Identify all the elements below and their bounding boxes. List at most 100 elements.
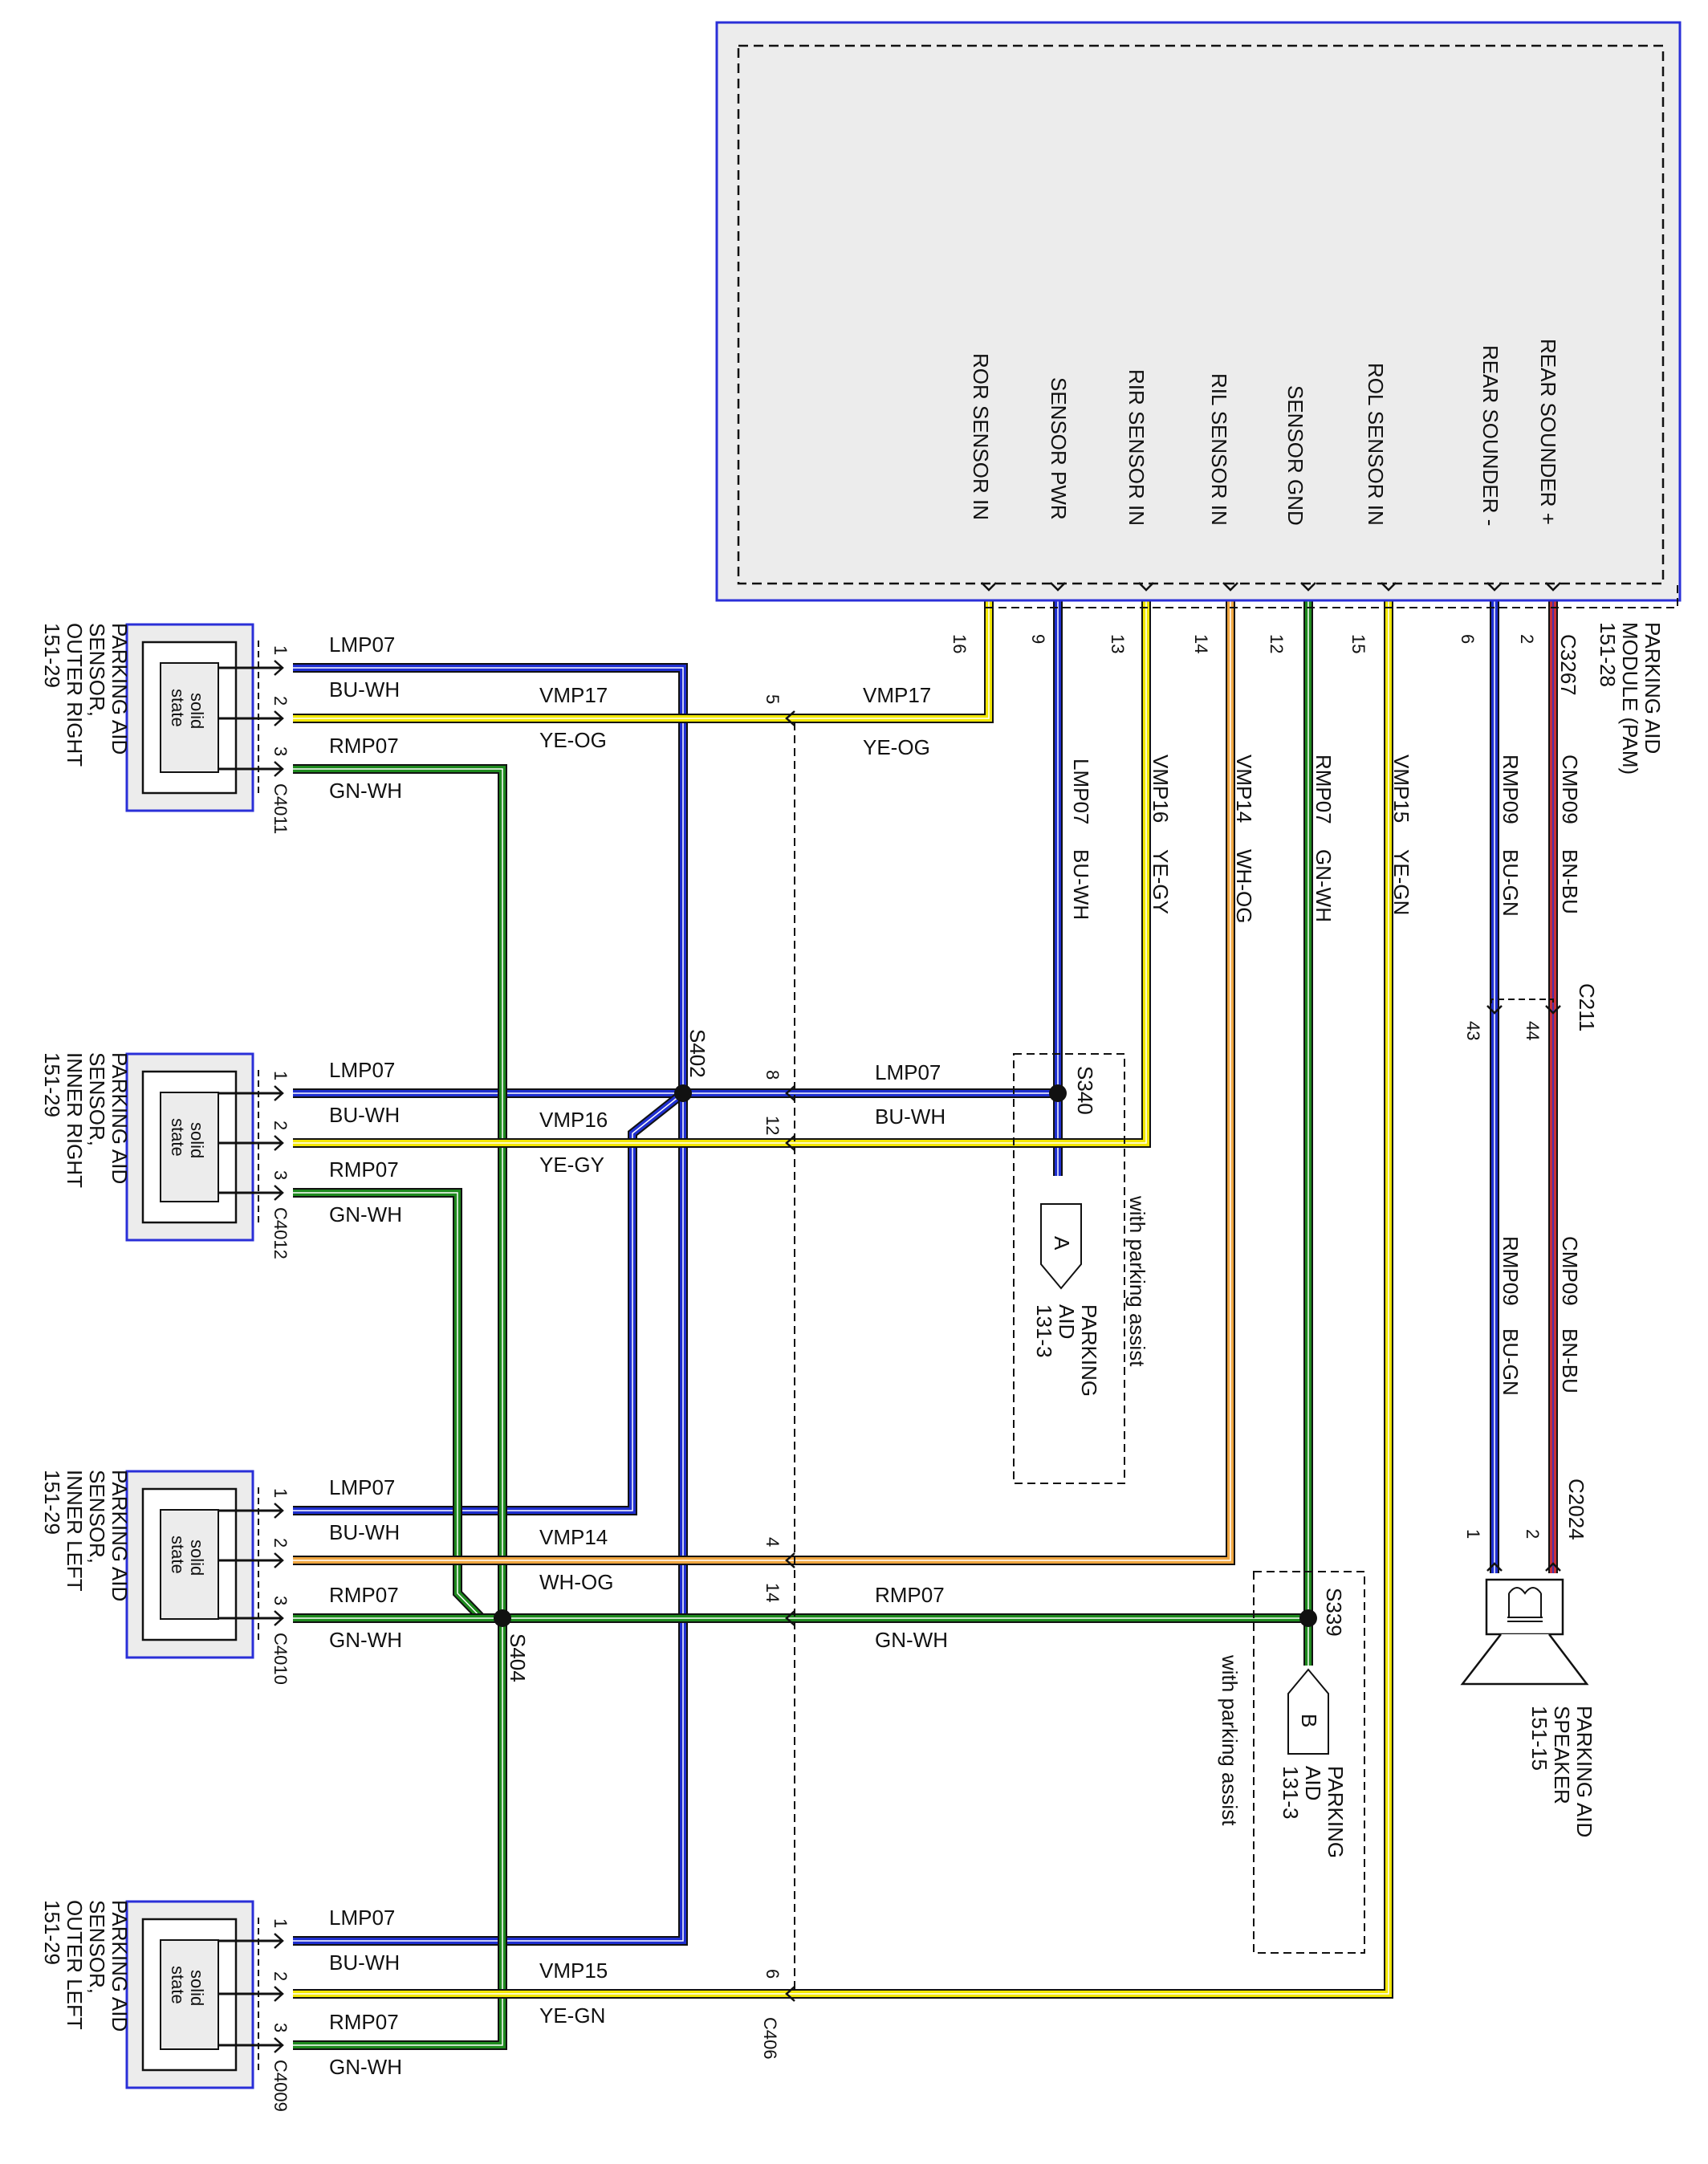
pin-arrow-icon [1486,582,1503,592]
wire-circuit-label: RMP07 [329,2010,399,2034]
wire-rmp07-ir-outline [293,1188,486,1622]
wire-circuit-label: VMP15 [539,1959,608,1983]
sensor-pin-number: 1 [270,1071,291,1080]
sensor-connector-name: C4011 [270,783,291,834]
module-pin-number: 16 [950,634,970,653]
ref-a-label: 131-3 [1032,1304,1056,1358]
wire-circuit-label: LMP07 [329,1906,395,1930]
wire-label: RMP07 [1312,755,1336,824]
module-pin-number: 6 [1458,634,1478,644]
wire-label: YE-GY [1149,849,1173,914]
wire-circuit-label: VMP17 [539,683,608,707]
vertical-wire-labels: LMP07 BU-WH VMP16 YE-GY VMP14 WH-OG RMP0… [1069,755,1582,1396]
pin-arrow-icon [1486,1005,1503,1015]
module-pin-number: 9 [1028,634,1048,644]
sensor-pin-number: 1 [270,645,291,655]
splice-label: S404 [506,1633,530,1682]
sensor-pin-number: 3 [270,1170,291,1180]
pin-arrow-icon [1381,582,1397,592]
c2024-name: C2024 [1564,1479,1588,1540]
wire-vmp15-stripe [293,596,1389,1995]
wire-label: VMP17 [863,683,931,707]
pin-arrow-icon [274,1503,284,1519]
splice-s339 [1299,1609,1317,1627]
sensor-element [160,1509,219,1620]
sensor-name: OUTER LEFT [63,1900,87,2030]
sensor-name: OUTER RIGHT [63,623,87,767]
pin-arrow-icon [274,660,284,676]
module-inner-dashed [737,44,1665,585]
c406-name: C406 [760,2017,780,2060]
wire-rmp07-or-stripe [293,768,503,2046]
pin-arrow-icon [785,1610,795,1626]
sensor-name: PARKING AID [108,1052,132,1184]
wire-circuit-label: RMP07 [329,1157,399,1182]
wire-vmp16 [293,596,1149,1146]
sensor-name: PARKING AID [108,623,132,755]
splices: S402 S404 S340 S339 [494,1029,1346,1682]
sensor-pin-number: 2 [270,1121,291,1130]
wire-color-label: YE-OG [539,728,607,752]
pin-arrow-icon [1300,582,1316,592]
sensor-name: SENSOR, [85,623,109,717]
wire-label: BN-BU [1558,849,1582,914]
pin-arrow-icon [1486,1562,1503,1572]
ref-b-letter: B [1297,1714,1321,1727]
pin-arrow-icon [274,1135,284,1151]
wire-label: RMP09 [1499,755,1523,824]
connector-c211: C211 43 44 [1463,983,1599,1040]
speaker-body [1485,1578,1564,1636]
pin-arrow-icon [274,2037,284,2053]
speaker-name: SPEAKER [1550,1706,1574,1804]
parking-aid-speaker: PARKING AID SPEAKER 151-15 [1460,1578,1596,1837]
wire-lmp07-ol-stripe [293,1093,684,1942]
module-pin-label: ROL SENSOR IN [1364,363,1388,526]
connector-c2024: C2024 1 2 [1463,1479,1588,1540]
sensor-pin-number: 2 [270,696,291,706]
sensor-name: INNER RIGHT [63,1052,87,1188]
option-box-a-dashed [1013,1053,1125,1484]
sensor-pin-number: 3 [270,2023,291,2032]
c211-name: C211 [1575,983,1599,1031]
sensor-name: PARKING AID [108,1470,132,1601]
parking-aid-module: ROR SENSOR IN SENSOR PWR RIR SENSOR IN R… [715,21,1682,775]
pin-arrow-icon [274,1610,284,1626]
sensor-element [160,662,219,773]
module-pin-number: 2 [1517,634,1537,644]
wire-rmp07-or [293,766,506,2048]
sensor-connector-name: C4010 [270,1633,291,1685]
wire-color-label: YE-GY [539,1153,604,1177]
connector-arrows [274,582,1561,2053]
sensor-inner-label: state [168,689,188,727]
c211-dashed [1490,999,1554,1003]
sensor-connector-name: C4009 [270,2060,291,2112]
wire-label: LMP07 [875,1060,941,1084]
sensor-element [160,1939,219,2050]
c406-pin: 8 [762,1070,783,1080]
sensor-name: 151-29 [40,1470,64,1535]
wire-label: BU-WH [875,1104,946,1129]
wire-circuit-label: VMP16 [539,1108,608,1132]
wire-label: GN-WH [875,1628,948,1652]
c211-pin: 44 [1523,1021,1543,1040]
wire-vmp14-stripe [293,596,1231,1561]
c211-pin: 43 [1463,1021,1483,1040]
sensor-pin-number: 3 [270,1596,291,1605]
pin-arrow-icon [1138,582,1154,592]
pin-arrow-icon [785,1552,795,1568]
pin-arrow-icon [274,1986,284,2002]
wire-color-label: GN-WH [329,2055,402,2079]
module-pin-number: 12 [1267,634,1287,653]
sensor-pin-number: 1 [270,1488,291,1498]
pin-arrow-icon [785,1085,795,1101]
speaker-name: 151-15 [1527,1706,1551,1771]
wire-vmp16-stripe [293,596,1147,1144]
wire-label: WH-OG [1232,849,1256,923]
module-pin-label: RIR SENSOR IN [1124,369,1149,526]
wire-circuit-label: LMP07 [329,633,395,657]
sensor-name: 151-29 [40,623,64,688]
module-name: MODULE (PAM) [1618,622,1642,775]
